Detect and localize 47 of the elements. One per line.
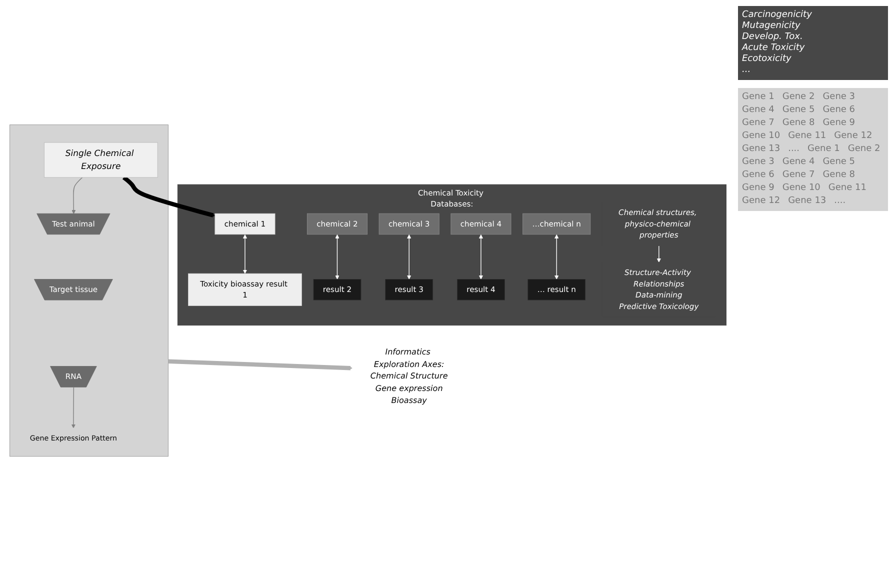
arrow — [554, 234, 559, 280]
gene-label: Gene 12 — [834, 131, 872, 142]
gene-label: Gene 1 — [808, 144, 840, 155]
gene-label: .... — [788, 144, 800, 155]
gene-label: Gene 12 — [742, 196, 780, 207]
gene-label: Gene 1 — [742, 92, 774, 103]
gene-label: Gene 10 — [742, 131, 780, 142]
arrow — [335, 234, 340, 280]
arrow — [478, 234, 484, 280]
endpoint-label: Develop. Tox. — [742, 32, 804, 43]
gene-label: Gene 9 — [742, 183, 774, 194]
endpoint-label: Ecotoxicity — [742, 54, 792, 65]
gene-label: Gene 5 — [822, 157, 856, 168]
gene-label: Gene 10 — [782, 183, 820, 194]
gene-label: Gene 4 — [742, 105, 774, 116]
gene-label: Gene 3 — [742, 157, 774, 168]
arrow — [242, 234, 248, 274]
gene-label: Gene 2 — [848, 144, 880, 155]
endpoint-label: Carcinogenicity — [742, 10, 813, 21]
gene-label: Gene 3 — [822, 92, 856, 103]
endpoint-label: Acute Toxicity — [742, 43, 806, 54]
gene-label: Gene 6 — [742, 170, 774, 181]
gene-label: Gene 5 — [782, 105, 815, 116]
node-text: Informatics Exploration Axes: Chemical Structure Gene expression Bioassay — [370, 347, 448, 406]
node-box: Single Chemical Exposure — [44, 142, 158, 178]
gene-label: .... — [834, 196, 846, 207]
arrow — [656, 245, 661, 262]
gene-label: Gene 6 — [822, 105, 856, 116]
arrow — [168, 359, 353, 370]
endpoint-label: ... — [742, 65, 752, 76]
gene-label: Gene 13 — [742, 144, 780, 155]
arrow — [71, 386, 76, 428]
gene-label: Gene 8 — [822, 170, 856, 181]
gene-label: Gene 4 — [782, 157, 815, 168]
gene-label: Gene 8 — [782, 118, 815, 129]
gene-label: Gene 11 — [788, 131, 826, 142]
arrow — [122, 176, 216, 218]
gene-label: Gene 7 — [782, 170, 815, 181]
endpoint-label: Mutagenicity — [742, 21, 802, 32]
arrow — [72, 177, 83, 214]
gene-label: Gene 7 — [742, 118, 774, 129]
gene-label: Gene 9 — [822, 118, 856, 129]
gene-label: Gene 2 — [782, 92, 815, 103]
cluster — [10, 124, 168, 457]
arrow — [407, 234, 412, 280]
gene-label: Gene 11 — [828, 183, 866, 194]
gene-label: Gene 13 — [788, 196, 826, 207]
